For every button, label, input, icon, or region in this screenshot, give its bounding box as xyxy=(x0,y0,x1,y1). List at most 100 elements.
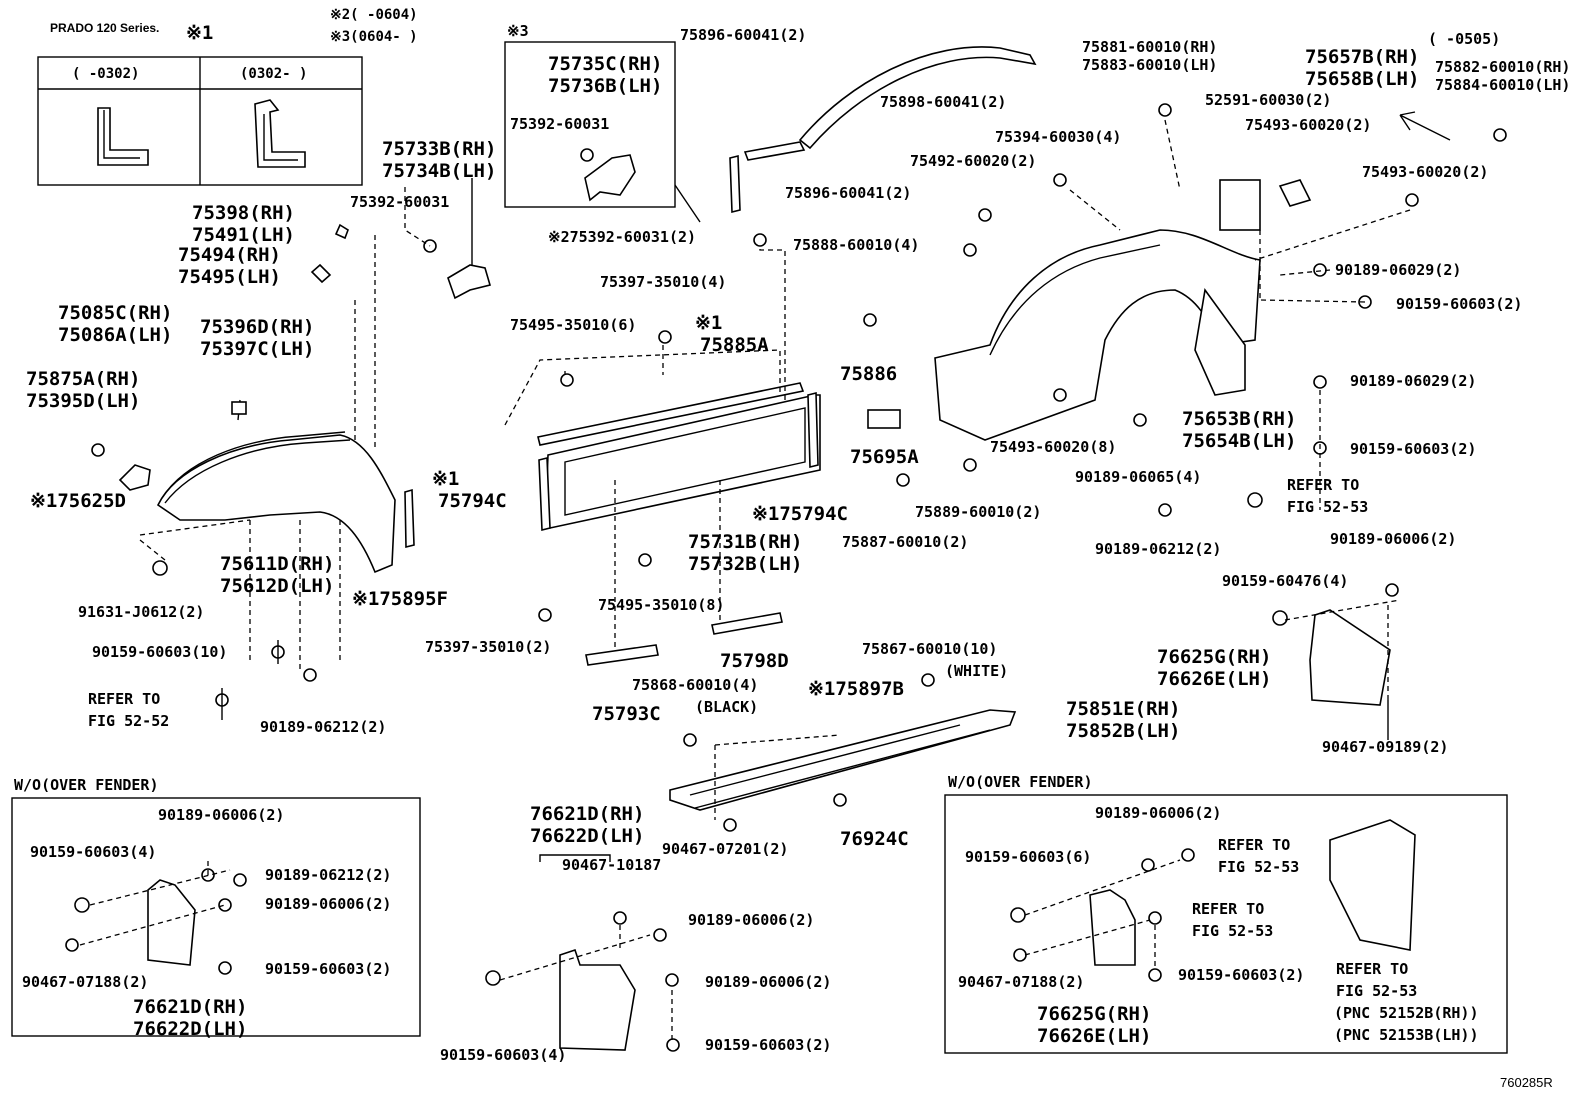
label-75394: 75394-60030(4) xyxy=(995,128,1122,146)
label-refer-52-53-a2: FIG 52-53 xyxy=(1287,498,1369,516)
bracket-75735c xyxy=(584,154,636,202)
label-52591: 52591-60030(2) xyxy=(1205,91,1332,109)
figure-code: 760285R xyxy=(1500,1075,1553,1090)
mark-3: ※3 xyxy=(507,22,529,40)
left-box-90189-06212: 90189-06212(2) xyxy=(265,866,392,884)
bracket-75733b xyxy=(447,264,492,300)
label-75493-60020-8: 75493-60020(8) xyxy=(990,438,1117,456)
label-91631: 91631-J0612(2) xyxy=(78,603,205,621)
label-90189-06006-r: 90189-06006(2) xyxy=(1330,530,1457,548)
mark-1-b: ※1 xyxy=(432,468,460,490)
label-75657b: 75657B(RH) xyxy=(1305,46,1420,68)
moulding-75794c-a xyxy=(538,456,551,532)
cover-52591 xyxy=(1219,179,1261,231)
label-90159-60603-4m: 90159-60603(4) xyxy=(440,1046,567,1064)
label-75397c: 75397C(LH) xyxy=(200,338,315,360)
right-box-90467-07188: 90467-07188(2) xyxy=(958,973,1085,991)
right-box-refer2a: REFER TO xyxy=(1192,900,1265,918)
right-box-90189-06006: 90189-06006(2) xyxy=(1095,804,1222,822)
label-75491: 75491(LH) xyxy=(192,224,295,246)
label-75885a: 75885A xyxy=(700,334,769,356)
label-75851e: 75851E(RH) xyxy=(1066,698,1181,720)
label-75396d: 75396D(RH) xyxy=(200,316,315,338)
label-0505: ( -0505) xyxy=(1428,30,1501,48)
pad-75695a xyxy=(867,409,901,429)
left-box-90159-60603-2: 90159-60603(2) xyxy=(265,960,392,978)
label-75658b: 75658B(LH) xyxy=(1305,68,1420,90)
moulding-75885a xyxy=(537,382,805,446)
label-76625g-a: 76625G(RH) xyxy=(1157,646,1272,668)
moulding-75793c xyxy=(585,644,659,666)
label-75793c: 75793C xyxy=(592,703,661,725)
mudguard-76625g-box xyxy=(1089,889,1136,966)
label-75492: 75492-60020(2) xyxy=(910,152,1037,170)
label-75736b: 75736B(LH) xyxy=(548,75,663,97)
left-box-90467-07188: 90467-07188(2) xyxy=(22,973,149,991)
inset-col2: (0302- ) xyxy=(240,66,308,82)
label-refer-52-52-a: REFER TO xyxy=(88,690,161,708)
label-75493-60020-a: 75493-60020(2) xyxy=(1245,116,1372,134)
moulding-75896-b xyxy=(729,154,741,214)
label-76626e-a: 76626E(LH) xyxy=(1157,668,1272,690)
left-box-90159-60603-4: 90159-60603(4) xyxy=(30,843,157,861)
moulding-75895f xyxy=(404,488,415,549)
note-2: ※2( -0604) xyxy=(330,7,418,23)
moulding-75798d xyxy=(711,612,783,635)
left-box-90189-06006-b: 90189-06006(2) xyxy=(265,895,392,913)
label-75653b: 75653B(RH) xyxy=(1182,408,1297,430)
left-box-76621d: 76621D(RH) xyxy=(133,996,248,1018)
right-wo-box-outline xyxy=(944,794,1508,1054)
label-90467-07201: 90467-07201(2) xyxy=(662,840,789,858)
note-3: ※3(0604- ) xyxy=(330,29,418,45)
label-75896-60041-b: 75896-60041(2) xyxy=(785,184,912,202)
label-75881: 75881-60010(RH) xyxy=(1082,38,1218,56)
label-75798d: 75798D xyxy=(720,650,789,672)
label-75897b: ※175897B xyxy=(808,678,904,700)
label-90159-60603-a: 90159-60603(2) xyxy=(1396,295,1523,313)
label-75495-35010-8: 75495-35010(8) xyxy=(598,596,725,614)
mudguard-76621d-box xyxy=(147,879,196,966)
label-75495: 75495(LH) xyxy=(178,266,281,288)
label-75494: 75494(RH) xyxy=(178,244,281,266)
left-wo-box-outline xyxy=(11,797,421,1037)
label-75888-60010: 75888-60010(4) xyxy=(793,236,920,254)
right-box-refer1a: REFER TO xyxy=(1218,836,1291,854)
label-75085c: 75085C(RH) xyxy=(58,302,173,324)
label-75896-60041-a: 75896-60041(2) xyxy=(680,26,807,44)
label-75392-60031-a: 75392-60031 xyxy=(510,115,610,133)
moulding-75896-a xyxy=(743,141,806,161)
label-75654b: 75654B(LH) xyxy=(1182,430,1297,452)
label-75883: 75883-60010(LH) xyxy=(1082,56,1218,74)
label-75895f: ※175895F xyxy=(352,588,448,610)
moulding-75898 xyxy=(798,46,1037,150)
inset-part-new xyxy=(254,99,306,168)
right-box-refer2b: FIG 52-53 xyxy=(1192,922,1274,940)
label-76924c: 76924C xyxy=(840,828,909,850)
label-75886: 75886 xyxy=(840,363,898,385)
label-75875a: 75875A(RH) xyxy=(26,368,141,390)
mudguard-76625g xyxy=(1309,609,1391,706)
label-75868: 75868-60010(4) xyxy=(632,676,759,694)
label-75731b: 75731B(RH) xyxy=(688,531,803,553)
right-box-90159-60603-2: 90159-60603(2) xyxy=(1178,966,1305,984)
label-75611d: 75611D(RH) xyxy=(220,553,335,575)
label-75392-60031-c: ※275392-60031(2) xyxy=(548,228,697,246)
label-90189-06212-b: 90189-06212(2) xyxy=(1095,540,1222,558)
label-75397-35010-4: 75397-35010(4) xyxy=(600,273,727,291)
right-wo-header: W/O(OVER FENDER) xyxy=(948,773,1093,791)
label-90189-06006-m1: 90189-06006(2) xyxy=(688,911,815,929)
label-refer-52-52-b: FIG 52-52 xyxy=(88,712,170,730)
label-90467-10187: 90467-10187 xyxy=(562,856,662,874)
moulding-75794c-b xyxy=(807,391,819,469)
rocker-75851e xyxy=(669,709,1017,811)
inset-col1: ( -0302) xyxy=(72,66,140,82)
right-box-90159-60603-6: 90159-60603(6) xyxy=(965,848,1092,866)
right-box-76626e: 76626E(LH) xyxy=(1037,1025,1152,1047)
label-75734b: 75734B(LH) xyxy=(382,160,497,182)
label-75398: 75398(RH) xyxy=(192,202,295,224)
right-box-refer3a: REFER TO xyxy=(1336,960,1409,978)
label-90189-06065: 90189-06065(4) xyxy=(1075,468,1202,486)
label-75392-60031-b: 75392-60031 xyxy=(350,193,450,211)
label-75493-60020-b: 75493-60020(2) xyxy=(1362,163,1489,181)
